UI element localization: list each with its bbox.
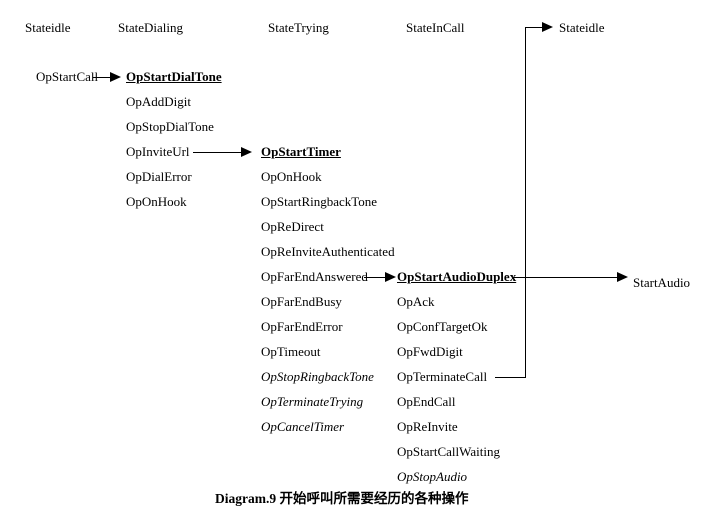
op-start-call-label: OpStartCall	[36, 69, 99, 84]
arrowhead-audioduplex-to-startaudio-icon	[617, 272, 628, 282]
op-item: OpStartRingbackTone	[261, 195, 395, 220]
diagram-caption: Diagram.9 开始呼叫所需要经历的各种操作	[215, 491, 469, 506]
op-label: OpTerminateTrying	[261, 394, 364, 409]
op-label: OpReDirect	[261, 219, 324, 234]
op-item: OpOnHook	[261, 170, 395, 195]
op-item: OpTerminateCall	[397, 370, 516, 395]
op-item: OpStopAudio	[397, 470, 516, 495]
op-label: OpStartTimer	[261, 144, 341, 159]
op-item: OpFwdDigit	[397, 345, 516, 370]
op-item: OpStartAudioDuplex	[397, 270, 516, 295]
op-item: OpOnHook	[126, 195, 222, 220]
op-label: OpFwdDigit	[397, 344, 463, 359]
op-label: OpTimeout	[261, 344, 321, 359]
op-item: OpReDirect	[261, 220, 395, 245]
op-item: OpStopRingbackTone	[261, 370, 395, 395]
op-label: OpStartCallWaiting	[397, 444, 500, 459]
op-label: OpStartAudioDuplex	[397, 269, 517, 284]
arrow-line-inviteurl-to-starttimer	[193, 152, 242, 153]
op-item: OpEndCall	[397, 395, 516, 420]
state-header-trying: StateTrying	[268, 20, 329, 35]
op-label: OpOnHook	[126, 194, 187, 209]
op-item: OpReInvite	[397, 420, 516, 445]
op-item: OpStartDialTone	[126, 70, 222, 95]
arrow-line-terminatecall-to-idle	[525, 27, 543, 28]
op-label: OpReInviteAuthenticated	[261, 244, 395, 259]
op-label: OpDialError	[126, 169, 192, 184]
op-item: OpConfTargetOk	[397, 320, 516, 345]
op-label: OpOnHook	[261, 169, 322, 184]
op-label: OpFarEndAnswered	[261, 269, 368, 284]
arrow-line-farendanswered-to-audioduplex	[364, 277, 386, 278]
op-item: OpReInviteAuthenticated	[261, 245, 395, 270]
op-label: OpFarEndBusy	[261, 294, 342, 309]
state-header-incall: StateInCall	[406, 20, 465, 35]
op-item: OpStartTimer	[261, 145, 395, 170]
op-label: OpStopRingbackTone	[261, 369, 374, 384]
start-audio-label: StartAudio	[633, 275, 691, 290]
state-header-idle-left: Stateidle	[25, 20, 71, 35]
op-label: OpStopDialTone	[126, 119, 214, 134]
op-label: OpStartRingbackTone	[261, 194, 378, 209]
op-label: OpCancelTimer	[261, 419, 345, 434]
op-item: OpStopDialTone	[126, 120, 222, 145]
arrowhead-farendanswered-to-audioduplex-icon	[385, 272, 396, 282]
op-item: OpTimeout	[261, 345, 395, 370]
op-label: OpEndCall	[397, 394, 456, 409]
op-item: OpDialError	[126, 170, 222, 195]
op-item: OpAck	[397, 295, 516, 320]
op-label: OpInviteUrl	[126, 144, 190, 159]
op-label: OpConfTargetOk	[397, 319, 488, 334]
op-label: OpStopAudio	[397, 469, 468, 484]
arrowhead-startcall-to-dialtone-icon	[110, 72, 121, 82]
op-label: OpAddDigit	[126, 94, 191, 109]
op-item: OpTerminateTrying	[261, 395, 395, 420]
op-item: OpFarEndError	[261, 320, 395, 345]
op-item: OpAddDigit	[126, 95, 222, 120]
op-label: OpTerminateCall	[397, 369, 488, 384]
op-item: OpInviteUrl	[126, 145, 222, 170]
arrowhead-terminatecall-to-idle-icon	[542, 22, 553, 32]
op-item: OpStartCallWaiting	[397, 445, 516, 470]
op-label: OpStartDialTone	[126, 69, 222, 84]
arrow-line-terminatecall-vertical	[525, 27, 526, 378]
arrow-line-terminatecall-horizontal	[495, 377, 526, 378]
op-item: OpFarEndAnswered	[261, 270, 395, 295]
state-header-dialing: StateDialing	[118, 20, 183, 35]
op-item: OpFarEndBusy	[261, 295, 395, 320]
arrow-line-startcall-to-dialtone	[93, 77, 111, 78]
arrowhead-inviteurl-to-starttimer-icon	[241, 147, 252, 157]
state-header-idle-right: Stateidle	[559, 20, 605, 35]
op-label: OpReInvite	[397, 419, 458, 434]
op-label: OpAck	[397, 294, 435, 309]
arrow-line-audioduplex-to-startaudio	[513, 277, 618, 278]
op-label: OpFarEndError	[261, 319, 343, 334]
op-item: OpCancelTimer	[261, 420, 395, 445]
